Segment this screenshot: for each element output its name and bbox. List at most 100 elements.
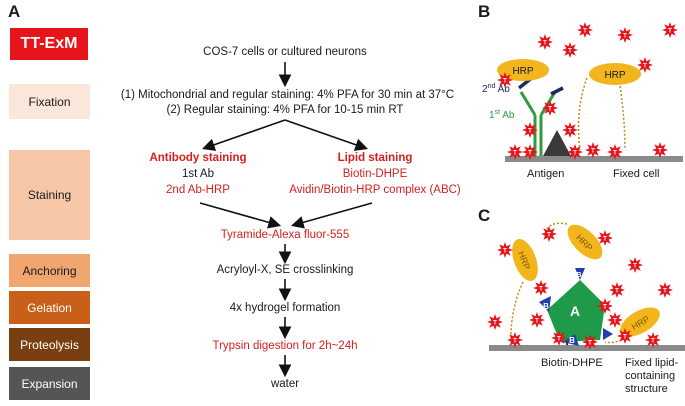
stage-gelation: Gelation: [9, 291, 90, 324]
stage-anchoring: Anchoring: [9, 254, 90, 287]
tyramide-star: [497, 72, 513, 88]
fixation-condition-1: (1) Mitochondrial and regular staining: …: [120, 89, 455, 101]
biotin-triangle-right: [603, 328, 613, 340]
tyramide-star: [522, 122, 538, 138]
arrow-fixation-to-lipid: [284, 119, 369, 151]
tyramide-star-label: T: [557, 336, 561, 343]
water-step: water: [270, 378, 300, 390]
tyramide-star: [657, 282, 673, 298]
tyramide-star-label: T: [663, 288, 667, 295]
tyramide-star: [637, 57, 653, 73]
tyramide-star-label: T: [603, 236, 607, 243]
hrp-ellipse-right: HRP: [620, 307, 660, 337]
tyramide-star-label: T: [651, 338, 655, 345]
tyramide-star-label: T: [535, 318, 539, 325]
tyramide-star-label: T: [568, 48, 572, 55]
antigen-label: Antigen: [527, 168, 564, 180]
tyramide-star-label: T: [668, 28, 672, 35]
tyramide-star: [551, 330, 567, 346]
radical-path-dotted: [577, 77, 588, 151]
tyramide-star-label: T: [493, 320, 497, 327]
hydrogel-step: 4x hydrogel formation: [229, 302, 341, 314]
tyramide-star: [562, 42, 578, 58]
stage-expansion: Expansion: [9, 367, 90, 400]
tyramide-star: [617, 27, 633, 43]
lipid-membrane: [489, 345, 685, 351]
arrow-antibody-to-tyramide: [199, 202, 282, 229]
tyramide-star-label: T: [503, 78, 507, 85]
tyramide-star: [585, 142, 601, 158]
biotin-label-top: B: [576, 272, 581, 279]
biotin-triangle-top: [575, 268, 585, 280]
fixed-cell-label: Fixed cell: [613, 168, 659, 180]
hrp-ellipse-top: HRP: [567, 224, 603, 260]
tyramide-star: [507, 332, 523, 348]
biotin-triangle-left: [539, 296, 551, 312]
radical-path-dotted-2: [619, 85, 626, 151]
arrow-fixation-to-antibody: [201, 119, 286, 151]
tyramide-star-label: T: [623, 33, 627, 40]
hrp-ellipse-left: HRP: [512, 238, 538, 282]
tyramide-star: [529, 312, 545, 328]
biotin-label-bottom: B: [569, 336, 575, 345]
tyramide-star-label: T: [603, 304, 607, 311]
tyramide-star-label: T: [503, 248, 507, 255]
stage-staining: Staining: [9, 150, 90, 240]
tyramide-star: [541, 226, 557, 242]
tyramide-star: [577, 22, 593, 38]
tyramide-star: [617, 328, 633, 344]
fixed-lipid-label-line1: Fixed lipid-: [625, 357, 679, 369]
arrow-lipid-to-tyramide: [290, 202, 373, 229]
tyramide-star-label: T: [623, 334, 627, 341]
avidin-complex: [547, 280, 605, 342]
hrp-ellipse-2: [589, 63, 641, 85]
tyramide-star: [597, 230, 613, 246]
tyramide-star: [497, 242, 513, 258]
lipid-step-1: Biotin-DHPE: [342, 168, 408, 180]
tyramide-star-label: T: [548, 106, 552, 113]
lipid-staining-title: Lipid staining: [337, 152, 413, 164]
tyramide-star-label: T: [643, 63, 647, 70]
tyramide-star: [562, 122, 578, 138]
crosslink-step: Acryloyl-X, SE crosslinking: [216, 264, 354, 276]
fixation-condition-2: (2) Regular staining: 4% PFA for 10-15 m…: [166, 104, 404, 116]
panel-b-diagram: HRP HRP 2nd Ab 1st Ab Antigen Fixed cell…: [482, 22, 683, 180]
tyramide-star-label: T: [658, 148, 662, 155]
fixed-lipid-label-line2: containing: [625, 370, 675, 382]
tyramide-star: [652, 142, 668, 158]
primary-antibody: [519, 91, 557, 156]
tyramide-star-label: T: [528, 128, 532, 135]
tyramide-star: [522, 144, 538, 160]
tyramide-star-label: T: [543, 40, 547, 47]
panel-a-letter: A: [8, 2, 21, 21]
tyramide-star-label: T: [528, 150, 532, 157]
stage-proteolysis: Proteolysis: [9, 328, 90, 361]
tyramide-star-label: T: [539, 286, 543, 293]
hrp-label: HRP: [512, 66, 533, 77]
method-title-badge: TT-ExM: [10, 28, 88, 60]
panel-c-diagram: A B B B HRP HRP HRP Biotin-DHPE Fixed li…: [487, 222, 685, 395]
tyramide-star: [507, 144, 523, 160]
tyramide-star: [609, 282, 625, 298]
tyramide-star: [645, 332, 661, 348]
tyramide-star: [542, 100, 558, 116]
biotin-label-left: B: [543, 302, 549, 311]
tyramide-star-label: T: [615, 288, 619, 295]
tyramide-star: [662, 22, 678, 38]
tyramide-star: [567, 144, 583, 160]
tyramide-star: [597, 298, 613, 314]
antibody-step-1: 1st Ab: [182, 168, 214, 180]
antigen-triangle: [543, 130, 571, 156]
tyramide-star: [533, 280, 549, 296]
tyramide-star-label: T: [513, 150, 517, 157]
antibody-staining-title: Antibody staining: [149, 152, 247, 164]
tyramide-star-label: T: [573, 150, 577, 157]
tyramide-star-label: T: [613, 318, 617, 325]
primary-antibody-label: 1st Ab: [489, 109, 515, 121]
tyramide-star-label: T: [568, 128, 572, 135]
lipid-step-2: Avidin/Biotin-HRP complex (ABC): [289, 184, 461, 196]
tyramide-star-label: T: [588, 340, 592, 347]
